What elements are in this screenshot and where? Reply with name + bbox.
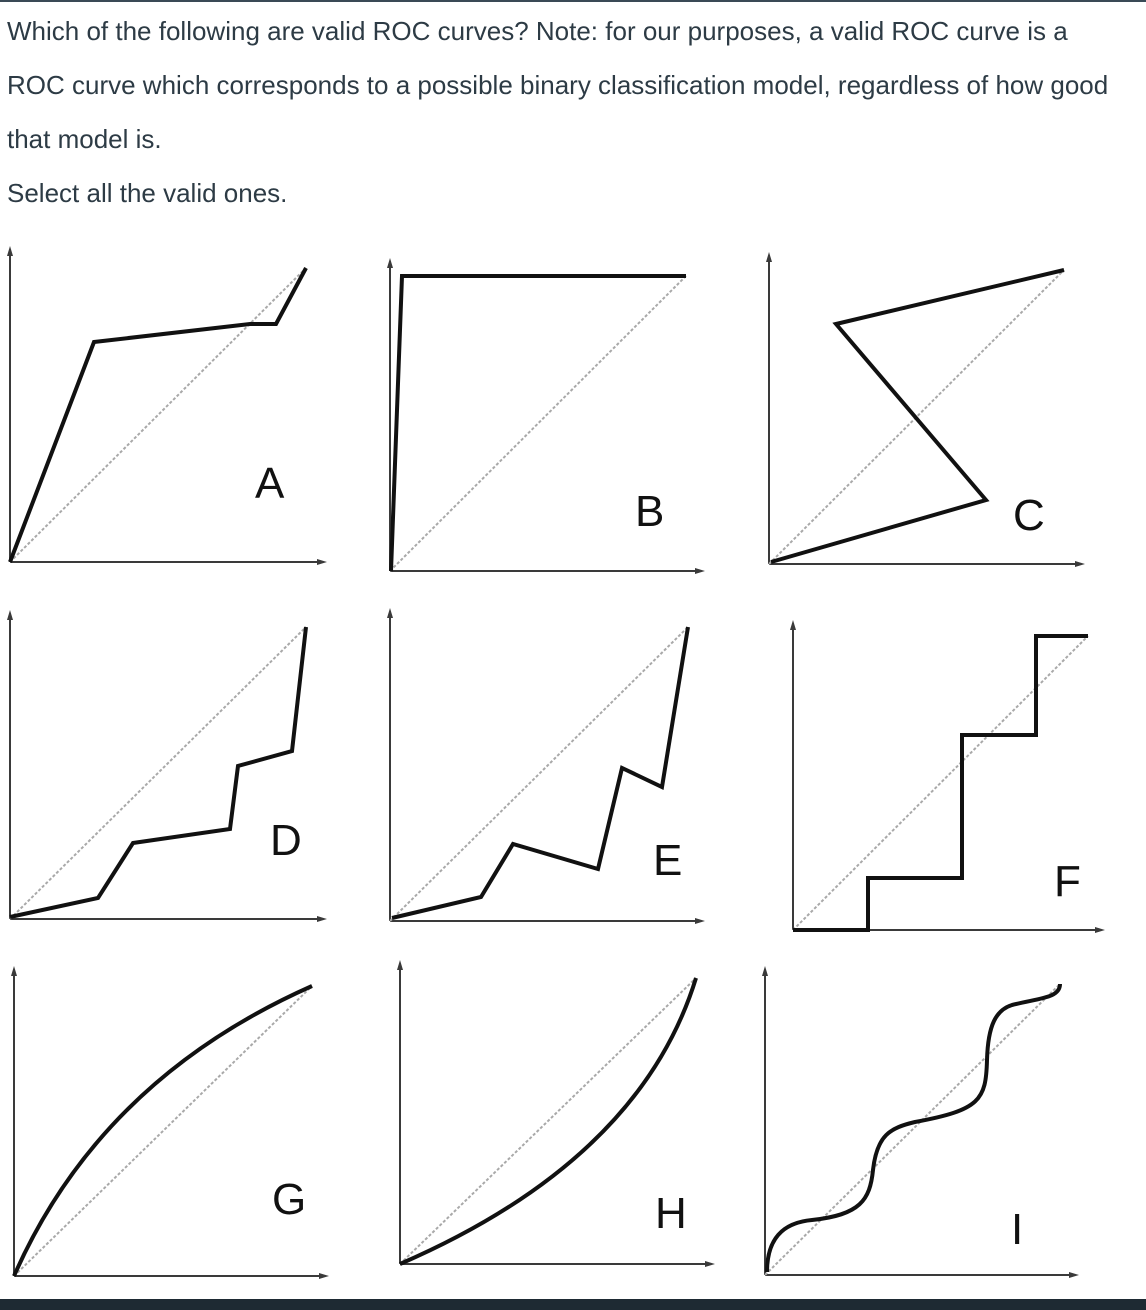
- roc-panel-c: C: [766, 252, 1085, 567]
- roc-curves-figure: A B C D E: [7, 246, 1105, 1279]
- roc-panel-a: A: [7, 246, 327, 565]
- roc-curve-b: [389, 274, 686, 572]
- panel-label-b: B: [635, 487, 664, 536]
- question-text: Which of the following are valid ROC cur…: [7, 16, 1109, 154]
- roc-curve-d: [9, 626, 308, 919]
- y-axis-arrowhead: [7, 610, 13, 620]
- y-axis-arrowhead: [387, 608, 393, 618]
- roc-panel-b: B: [387, 258, 705, 574]
- panel-label-e: E: [653, 836, 682, 885]
- roc-curve-h: [399, 977, 698, 1266]
- panel-label-a: A: [255, 459, 285, 508]
- random-diagonal: [399, 977, 697, 1265]
- roc-panel-h: H: [397, 960, 715, 1267]
- roc-curve-a: [8, 267, 308, 563]
- x-axis-arrowhead: [695, 568, 705, 574]
- x-axis-arrowhead: [705, 1261, 715, 1267]
- roc-panel-e: E: [387, 608, 705, 924]
- random-diagonal: [792, 635, 1089, 931]
- x-axis-arrowhead: [1095, 927, 1105, 933]
- x-axis-arrowhead: [1069, 1272, 1079, 1278]
- x-axis-arrowhead: [317, 559, 327, 565]
- y-axis-arrowhead: [7, 246, 13, 256]
- question-block: Which of the following are valid ROC cur…: [7, 4, 1127, 220]
- random-diagonal: [389, 626, 689, 922]
- panel-label-g: G: [272, 1175, 306, 1224]
- panel-label-i: I: [1011, 1205, 1023, 1254]
- y-axis-arrowhead: [387, 258, 393, 268]
- x-axis-arrowhead: [317, 916, 327, 922]
- panel-label-c: C: [1013, 491, 1045, 540]
- panel-label-d: D: [270, 816, 302, 865]
- roc-curve-e: [391, 626, 690, 920]
- random-diagonal: [768, 269, 1065, 565]
- roc-panel-g: G: [11, 966, 329, 1279]
- roc-curve-c: [770, 268, 1065, 564]
- y-axis-arrowhead: [766, 252, 772, 262]
- x-axis-arrowhead: [695, 918, 705, 924]
- bottom-bar: [0, 1299, 1146, 1310]
- panel-label-h: H: [655, 1189, 687, 1238]
- question-instruction: Select all the valid ones.: [7, 178, 288, 208]
- x-axis-arrowhead: [1075, 561, 1085, 567]
- y-axis-arrowhead: [11, 966, 17, 976]
- random-diagonal: [13, 985, 313, 1277]
- panel-label-f: F: [1054, 857, 1081, 906]
- random-diagonal: [9, 626, 307, 920]
- roc-panel-i: I: [762, 966, 1079, 1278]
- roc-curve-g: [12, 984, 313, 1277]
- roc-panel-d: D: [7, 610, 327, 922]
- roc-panel-f: F: [790, 620, 1105, 933]
- random-diagonal: [764, 983, 1061, 1276]
- roc-curve-i: [765, 983, 1062, 1273]
- top-rule: [0, 0, 1146, 2]
- y-axis-arrowhead: [790, 620, 796, 630]
- random-diagonal: [9, 267, 307, 563]
- x-axis-arrowhead: [319, 1273, 329, 1279]
- roc-curve-f: [793, 634, 1088, 932]
- y-axis-arrowhead: [762, 966, 768, 976]
- y-axis-arrowhead: [397, 960, 403, 970]
